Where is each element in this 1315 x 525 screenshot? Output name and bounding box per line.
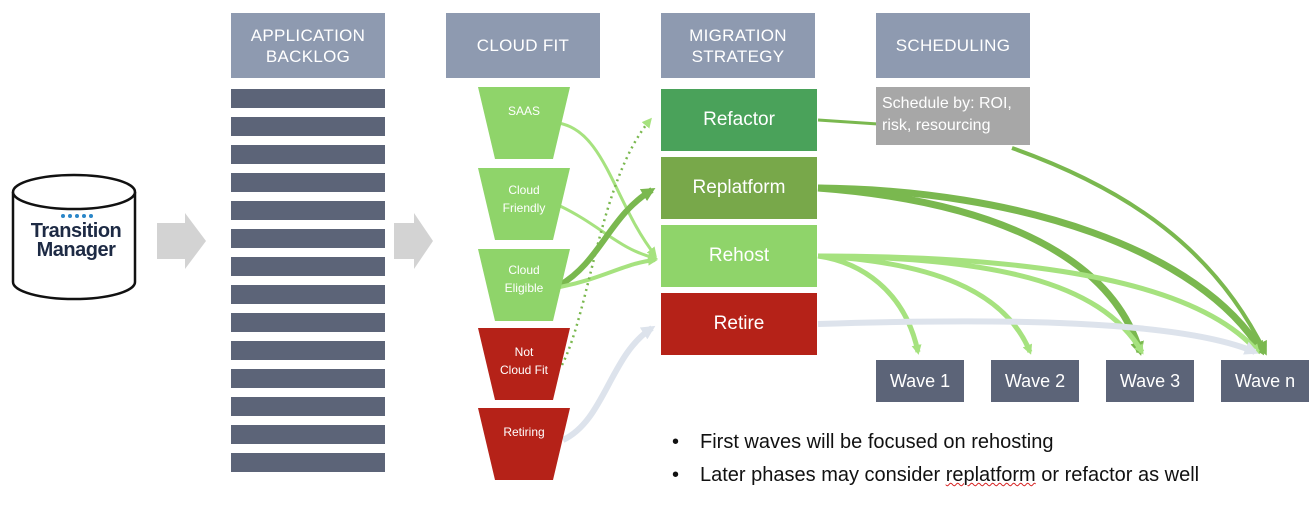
arrow-retiring-retire: [561, 325, 656, 443]
database-icon: [11, 173, 137, 301]
backlog-row: [231, 397, 385, 416]
flow-arrow-1: [157, 213, 206, 269]
funnel-retiring: [478, 408, 570, 480]
transition-manager-logo: Transition Manager: [22, 220, 130, 261]
funnel-cloud-friendly-label: Cloud Friendly: [502, 183, 546, 215]
strategy-rehost-label: Rehost: [708, 245, 770, 266]
header-cloud-fit: CLOUD FIT: [446, 13, 600, 78]
arrow-refactor-schedule: [817, 118, 879, 126]
strategy-retire-label: Retire: [713, 313, 765, 334]
wave-2-label: Wave 2: [1004, 370, 1066, 391]
header-application-backlog: APPLICATION BACKLOG: [231, 13, 385, 78]
wave-3: Wave 3: [1106, 360, 1194, 402]
backlog-row: [231, 369, 385, 388]
strategy-refactor-label: Refactor: [703, 109, 775, 130]
backlog-row: [231, 313, 385, 332]
bullet-1: •: [672, 431, 680, 453]
funnel-saas: [478, 87, 570, 159]
arrow-retire-waven: [817, 318, 1259, 355]
backlog-row: [231, 201, 385, 220]
scheduling-note: Schedule by: ROI, risk, resourcing: [876, 87, 1030, 145]
funnel-cloud-eligible-label: Cloud Eligible: [504, 263, 544, 295]
backlog-row: [231, 425, 385, 444]
backlog-row: [231, 145, 385, 164]
wave-1: Wave 1: [876, 360, 964, 402]
bullet-2: •: [672, 464, 680, 486]
arrow-replatform-wave3: [817, 184, 1144, 356]
strategy-rehost: Rehost: [661, 225, 817, 287]
funnel-not-cloud-fit-label: Not Cloud Fit: [499, 345, 549, 377]
backlog-row: [231, 285, 385, 304]
note-2-text-post: or refactor as well: [1035, 464, 1200, 486]
backlog-row: [231, 229, 385, 248]
flow-arrow-2: [394, 213, 433, 269]
scheduling-note-text: Schedule by: ROI, risk, resourcing: [882, 95, 1012, 134]
funnel-retiring-label: Retiring: [503, 425, 545, 439]
header-migration-strategy: MIGRATION STRATEGY: [661, 13, 815, 78]
note-1-text: First waves will be focused on rehosting: [700, 431, 1054, 453]
wave-n-label: Wave n: [1234, 370, 1296, 391]
header-migration-strategy-label: MIGRATION STRATEGY: [689, 25, 787, 66]
header-scheduling-label: SCHEDULING: [895, 36, 1011, 55]
header-scheduling: SCHEDULING: [876, 13, 1030, 78]
note-item-2: • Later phases may consider replatform o…: [670, 461, 1300, 490]
funnel-not-cloud-fit: [478, 328, 570, 400]
logo-line-2: Manager: [36, 239, 116, 261]
funnel-cloud-friendly: [478, 168, 570, 240]
arrow-eligible-replatform: [558, 187, 656, 288]
arrow-notfit-refactor: [560, 117, 652, 366]
backlog-row: [231, 173, 385, 192]
arrow-saas-rehost: [557, 121, 657, 258]
strategy-replatform: Replatform: [661, 157, 817, 219]
wave-3-label: Wave 3: [1119, 370, 1181, 391]
wave-n: Wave n: [1221, 360, 1309, 402]
note-item-1: • First waves will be focused on rehosti…: [670, 428, 1300, 457]
strategy-replatform-label: Replatform: [692, 177, 786, 198]
strategy-retire: Retire: [661, 293, 817, 355]
arrow-eligible-rehost: [559, 255, 658, 289]
backlog-row: [231, 341, 385, 360]
logo-dots-icon: [61, 214, 93, 218]
wave-1-label: Wave 1: [889, 370, 951, 391]
arrow-rehost-wave3: [817, 253, 1145, 355]
arrow-rehost-waven: [817, 253, 1260, 355]
header-cloud-fit-label: CLOUD FIT: [476, 36, 570, 55]
notes-list: • First waves will be focused on rehosti…: [670, 428, 1300, 494]
strategy-refactor: Refactor: [661, 89, 817, 151]
backlog-row: [231, 453, 385, 472]
arrow-replatform-waven: [817, 184, 1265, 356]
wave-2: Wave 2: [991, 360, 1079, 402]
transition-manager-database: [10, 170, 138, 302]
arrow-rehost-wave1: [817, 253, 922, 355]
backlog-row: [231, 117, 385, 136]
header-application-backlog-label: APPLICATION BACKLOG: [250, 25, 366, 66]
funnel-saas-label: SAAS: [507, 104, 540, 118]
note-2-text-mark: replatform: [945, 464, 1036, 486]
funnel-cloud-eligible: [478, 249, 570, 321]
logo-line-1: Transition: [30, 220, 122, 242]
arrow-schedule-waven: [1011, 146, 1267, 356]
backlog-row: [231, 257, 385, 276]
backlog-row: [231, 89, 385, 108]
note-2-text-pre: Later phases may consider: [700, 464, 946, 486]
